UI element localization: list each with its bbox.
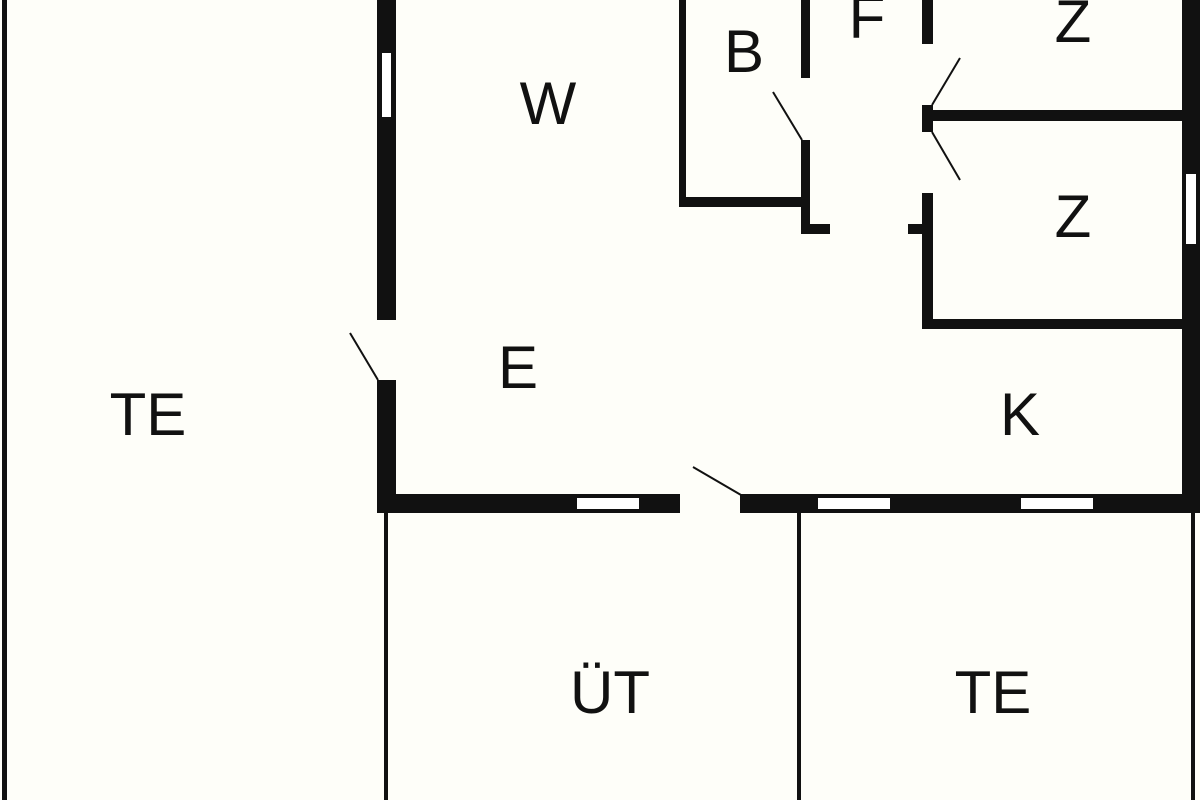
bath-east-wall-upper xyxy=(801,0,810,78)
door-south xyxy=(692,466,742,496)
door-west xyxy=(349,332,379,381)
room-label-bedroom-middle: Z xyxy=(1055,183,1092,250)
door-bedroom-middle xyxy=(931,131,961,181)
doors xyxy=(349,57,961,496)
right-terrace-edge xyxy=(1191,512,1195,800)
room-label-terrace-right: TE xyxy=(955,659,1032,726)
bedroom-west-wall-low xyxy=(922,193,933,329)
room-label-bedroom-top: Z xyxy=(1055,0,1092,55)
room-label-dining: E xyxy=(498,334,538,401)
window-living-west xyxy=(380,51,393,119)
bath-west-wall xyxy=(679,0,686,207)
window-kitchen-south-2 xyxy=(1019,496,1095,511)
covered-terrace-left-edge xyxy=(384,512,388,800)
window-dining-south xyxy=(575,496,641,511)
window-kitchen-south-1 xyxy=(816,496,892,511)
room-label-living: W xyxy=(520,70,577,137)
bath-east-wall-lower xyxy=(801,140,810,234)
room-label-covered-terrace: ÜT xyxy=(570,659,650,726)
window-bedroom-east xyxy=(1184,172,1198,246)
west-wall-lower xyxy=(377,380,396,513)
room-labels: TE W B F Z Z E K ÜT TE xyxy=(110,0,1092,726)
bedroom-divider-wall xyxy=(922,110,1192,121)
interior-walls xyxy=(679,0,1192,329)
door-bath xyxy=(772,91,803,141)
room-label-bath: B xyxy=(724,18,764,85)
bedroom-west-wall-top xyxy=(922,0,933,44)
hall-wall-stub-left xyxy=(801,224,830,234)
windows xyxy=(380,51,1198,511)
terrace-divider xyxy=(797,512,801,800)
room-label-kitchen: K xyxy=(1000,381,1040,448)
bath-south-wall xyxy=(679,197,809,207)
east-wall xyxy=(1182,0,1200,513)
hall-wall-stub-right xyxy=(908,224,933,234)
west-wall-upper xyxy=(377,0,396,320)
bedroom-south-wall xyxy=(922,319,1192,329)
door-bedroom-top xyxy=(931,57,961,106)
south-wall-right xyxy=(740,494,1200,513)
left-terrace-edge xyxy=(2,0,7,800)
room-label-hall: F xyxy=(849,0,886,51)
room-label-terrace-left: TE xyxy=(110,381,187,448)
